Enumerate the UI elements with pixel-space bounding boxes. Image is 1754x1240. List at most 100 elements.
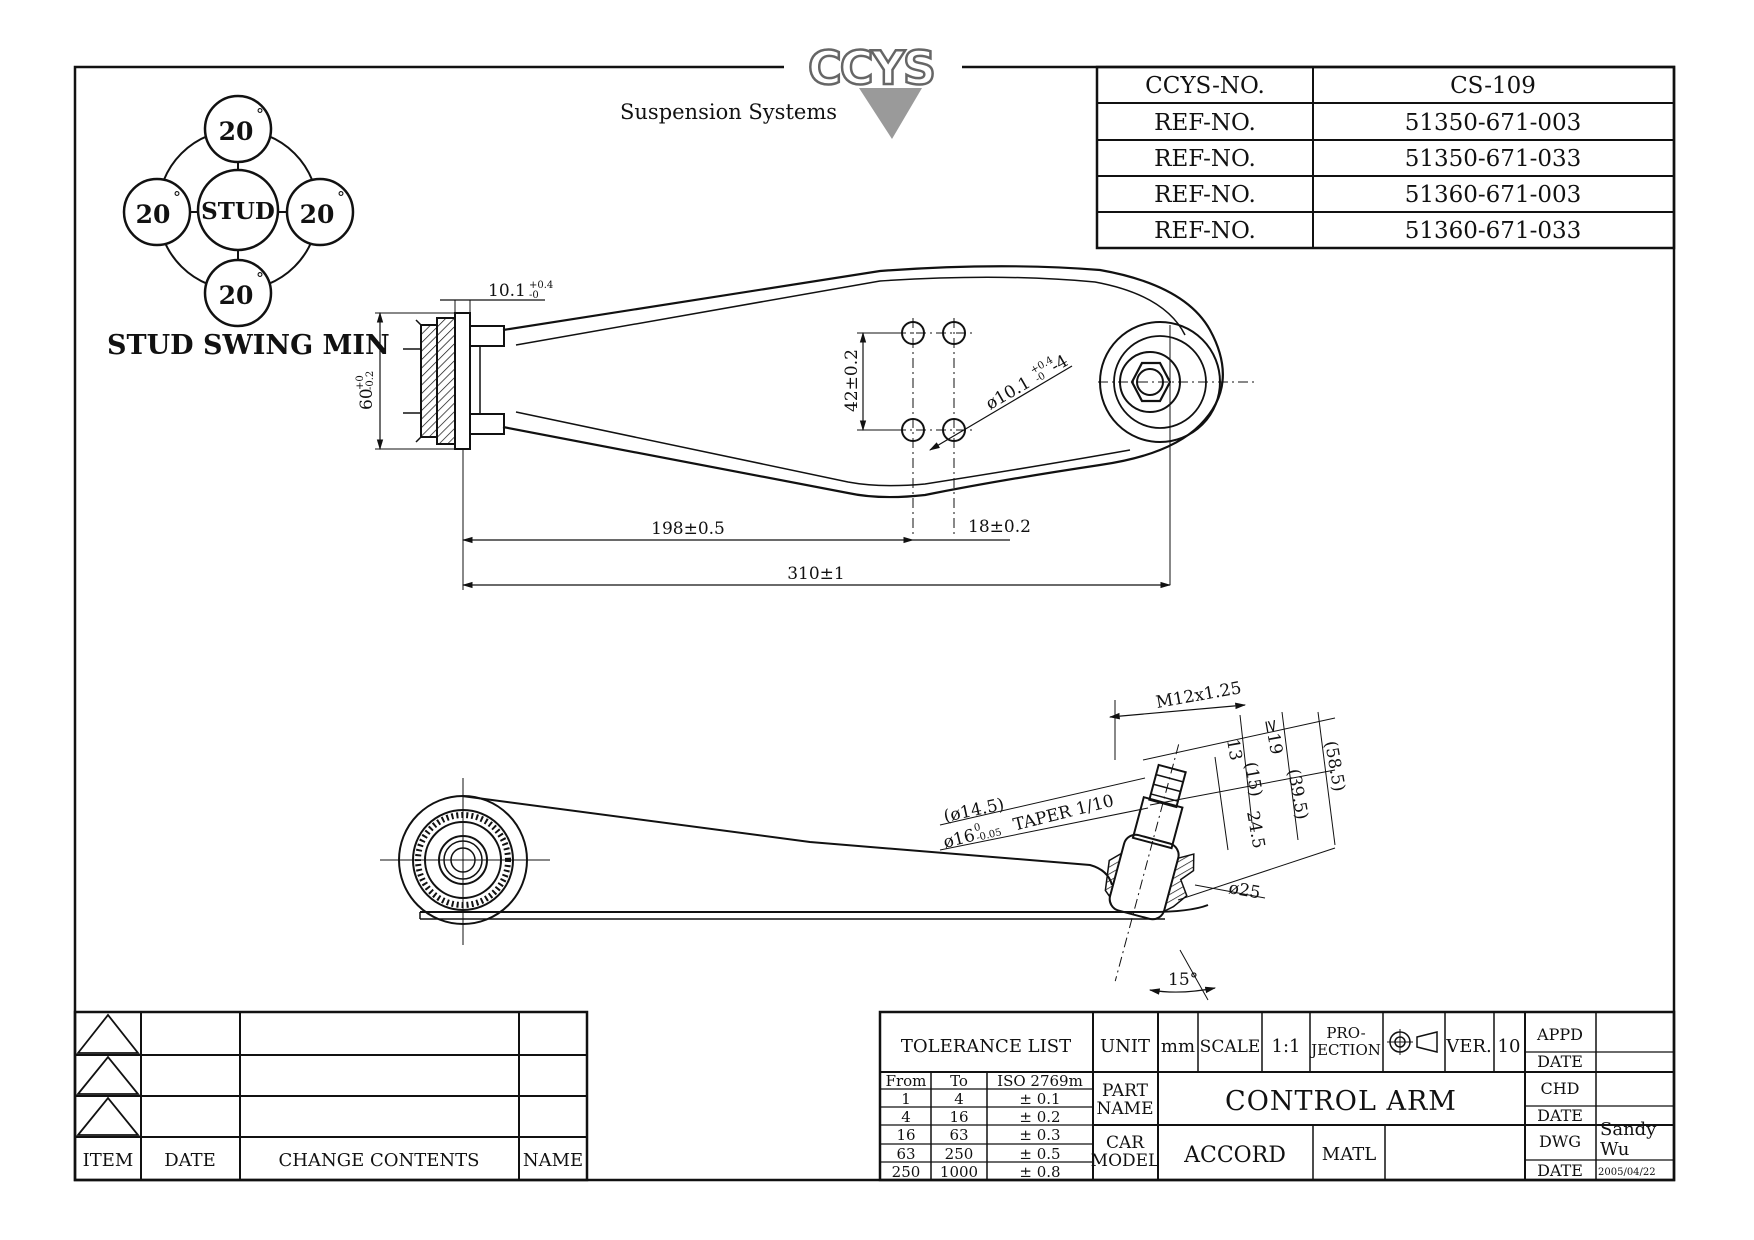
matl-label: MATL (1322, 1144, 1376, 1165)
dim-24-5: 24.5 (1242, 809, 1268, 850)
revision-triangle-icon (76, 1013, 140, 1054)
company-subtitle: Suspension Systems (620, 100, 837, 124)
dim-tol-upper: +0 (355, 375, 366, 390)
part-name-label: NAME (1097, 1099, 1154, 1119)
ref-label: REF-NO. (1154, 146, 1256, 172)
version-value: 10 (1498, 1036, 1521, 1057)
tol-cell: ± 0.3 (1019, 1126, 1060, 1144)
dim-hole-spacing-horizontal: 18±0.2 (968, 517, 1031, 537)
logo-triangle-icon (859, 88, 922, 139)
ref-label: REF-NO. (1154, 182, 1256, 208)
swing-angle-left: 20 (136, 200, 171, 229)
degree-mark: ° (337, 188, 345, 207)
dwg-label: DWG (1539, 1132, 1581, 1151)
side-view-dimensions: M12x1.25 ≥19 13 (15) 24.5 (39.5) (58.5) … (939, 678, 1349, 995)
dwg-name: Sandy (1600, 1119, 1657, 1140)
dim-taper-large: ø16 (941, 826, 977, 853)
rev-col-item: ITEM (83, 1150, 134, 1171)
rev-col-date: DATE (164, 1150, 216, 1171)
dim-tol-lower: -0 (1034, 371, 1048, 385)
part-name: CONTROL ARM (1225, 1086, 1457, 1117)
dim-tol-lower: -0 (529, 290, 539, 301)
dim-bushing-height: 60 (357, 388, 377, 410)
title-block: TOLERANCE LIST From To ISO 2769m 1 4 ± 0… (878, 1010, 1676, 1182)
dim-hole-diameter: ø10.1 (983, 373, 1035, 414)
rev-col-name: NAME (523, 1150, 583, 1171)
dim-angle: 15° (1168, 970, 1198, 990)
dim-hole-spacing-vertical: 42±0.2 (842, 349, 862, 412)
ref-value: 51350-671-033 (1405, 146, 1582, 172)
ccys-logo: CCYS (784, 40, 962, 139)
appd-label: APPD (1536, 1025, 1583, 1044)
date-label: DATE (1537, 1161, 1583, 1180)
tol-cell: 250 (892, 1163, 921, 1181)
dim-min-19: ≥19 (1260, 717, 1286, 756)
rev-col-change: CHANGE CONTENTS (279, 1150, 480, 1171)
degree-mark: ° (173, 188, 181, 207)
ref-value: 51360-671-033 (1405, 218, 1582, 244)
stud-swing-diagram: STUD 20 ° 20 ° 20 ° 20 ° (122, 94, 355, 328)
tolerance-title: TOLERANCE LIST (901, 1036, 1071, 1057)
tol-cell: 16 (896, 1126, 915, 1144)
tol-cell: 4 (954, 1090, 964, 1108)
tol-cell: ± 0.8 (1019, 1163, 1060, 1181)
dim-dist-to-holes: 198±0.5 (651, 519, 725, 539)
tol-header: ISO 2769m (997, 1072, 1083, 1090)
tol-cell: ± 0.2 (1019, 1108, 1060, 1126)
degree-mark: ° (256, 105, 264, 124)
tol-cell: 63 (949, 1126, 968, 1144)
reference-table: CCYS-NO. CS-109 REF-NO. 51350-671-003 RE… (1095, 65, 1676, 250)
stud-center-label: STUD (201, 198, 275, 225)
tol-header: To (950, 1072, 968, 1090)
projection-symbol-icon (1387, 1029, 1438, 1055)
scale-label: SCALE (1200, 1037, 1261, 1057)
degree-mark: ° (256, 269, 264, 288)
scale-value: 1:1 (1272, 1036, 1301, 1057)
part-name-label: PART (1102, 1081, 1149, 1101)
projection-label: PRO- (1326, 1024, 1365, 1042)
ref-label: REF-NO. (1154, 218, 1256, 244)
dim-overall-length: 310±1 (787, 564, 845, 584)
swing-angle-bottom: 20 (219, 281, 254, 310)
tol-cell: 16 (949, 1108, 968, 1126)
dim-tol-upper: +0.4 (529, 280, 553, 291)
revision-triangle-icon (76, 1096, 140, 1136)
dim-bushing-width: 10.1 (488, 281, 526, 301)
car-model: ACCORD (1183, 1143, 1286, 1168)
dim-tol-upper: 0 (973, 822, 982, 834)
dwg-date: 2005/04/22 (1598, 1167, 1656, 1178)
stud-swing-caption: STUD SWING MIN (107, 330, 390, 361)
unit-value: mm (1161, 1036, 1195, 1057)
car-model-label: MODEL (1091, 1151, 1160, 1171)
tol-cell: 1000 (940, 1163, 978, 1181)
dim-13: 13 (1222, 737, 1245, 762)
dim-taper-small: (ø14.5) (942, 795, 1006, 827)
car-model-label: CAR (1106, 1133, 1145, 1153)
tol-cell: 4 (901, 1108, 911, 1126)
tol-cell: 1 (901, 1090, 911, 1108)
ref-value: 51360-671-003 (1405, 182, 1582, 208)
unit-label: UNIT (1100, 1036, 1150, 1057)
ref-value: CS-109 (1450, 73, 1536, 99)
projection-label: JECTION (1309, 1041, 1381, 1059)
ref-value: 51350-671-003 (1405, 110, 1582, 136)
revision-block: ITEM DATE CHANGE CONTENTS NAME (73, 1010, 589, 1182)
swing-angle-top: 20 (219, 117, 254, 146)
ref-label: CCYS-NO. (1145, 73, 1265, 99)
tol-cell: ± 0.1 (1019, 1090, 1060, 1108)
dim-boot-diameter: ø25 (1227, 878, 1262, 903)
swing-angle-right: 20 (300, 200, 335, 229)
revision-triangle-icon (76, 1055, 140, 1095)
tol-cell: 250 (945, 1145, 974, 1163)
dim-tol-lower: -0.2 (365, 371, 376, 390)
dim-15: (15) (1240, 760, 1266, 798)
logo-text: CCYS (808, 41, 934, 95)
dwg-name: Wu (1600, 1139, 1629, 1160)
chd-label: CHD (1540, 1079, 1579, 1098)
side-view-drawing (380, 744, 1209, 1001)
date-label: DATE (1537, 1106, 1583, 1125)
ref-label: REF-NO. (1154, 110, 1256, 136)
tol-cell: ± 0.5 (1019, 1145, 1060, 1163)
date-label: DATE (1537, 1052, 1583, 1071)
